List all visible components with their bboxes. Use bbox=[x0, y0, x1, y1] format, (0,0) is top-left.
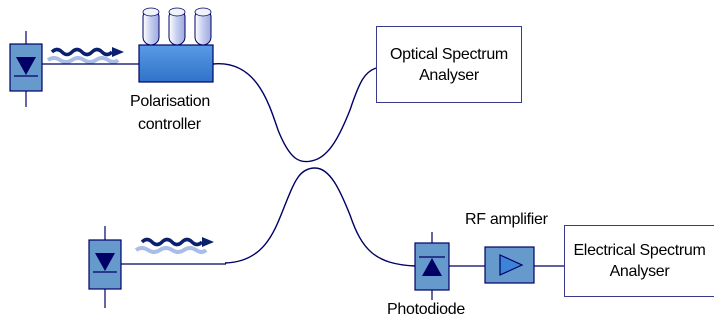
beam-arrow-top bbox=[46, 47, 124, 64]
electrical-spectrum-analyser-box: Electrical Spectrum Analyser bbox=[564, 225, 714, 297]
fiber-coupler bbox=[212, 63, 416, 267]
optical-analyser-line2: Analyser bbox=[419, 66, 479, 84]
optical-spectrum-analyser-box: Optical Spectrum Analyser bbox=[376, 26, 522, 103]
photodiode-label: Photodiode bbox=[387, 301, 465, 318]
polarisation-controller bbox=[138, 7, 214, 83]
polarisation-controller-label-line1: Polarisation bbox=[130, 93, 211, 110]
rf-amplifier-label: RF amplifier bbox=[465, 211, 548, 228]
laser-diode-bottom bbox=[88, 226, 122, 308]
electrical-analyser-line1: Electrical Spectrum bbox=[573, 242, 706, 259]
electrical-analyser-line2: Analyser bbox=[609, 263, 670, 280]
polarisation-controller-label-line2: controller bbox=[138, 116, 201, 133]
photodiode bbox=[414, 232, 450, 300]
optical-analyser-line1: Optical Spectrum bbox=[390, 45, 508, 63]
controller-paddle-2 bbox=[168, 7, 186, 46]
controller-paddle-1 bbox=[142, 7, 160, 46]
beam-arrow-bottom bbox=[134, 237, 214, 254]
laser-diode-top bbox=[9, 31, 43, 107]
controller-paddle-3 bbox=[194, 7, 212, 46]
rf-amplifier bbox=[484, 246, 535, 284]
